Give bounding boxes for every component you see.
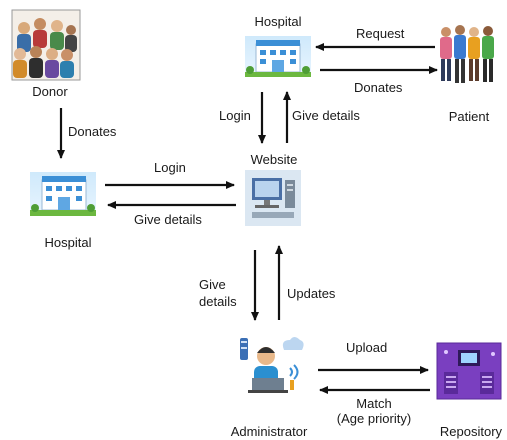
- node-label-repository: Repository: [439, 424, 503, 439]
- crowd-of-people-icon: [11, 9, 81, 81]
- group-of-patients-icon: [440, 25, 494, 83]
- computer-workstation-icon: [245, 170, 301, 226]
- edge-label-request: Request: [356, 26, 405, 41]
- edge-label-give-details-admin-line1: Give: [199, 277, 226, 292]
- server-repository-icon: [436, 342, 502, 400]
- node-label-website: Website: [250, 152, 298, 167]
- hospital-building-icon: [30, 172, 96, 216]
- node-label-hospital-top: Hospital: [254, 14, 302, 29]
- edge-label-give-details-left: Give details: [134, 212, 202, 227]
- admin-at-laptop-icon: [240, 337, 304, 393]
- node-label-administrator: Administrator: [230, 424, 308, 439]
- edge-label-login-left: Login: [154, 160, 186, 175]
- edge-label-match-line2: (Age priority): [336, 411, 412, 426]
- edge-label-give-details-top: Give details: [292, 108, 360, 123]
- edge-label-upload: Upload: [346, 340, 388, 355]
- edge-label-give-details-admin-line2: details: [199, 294, 237, 309]
- node-label-donor: Donor: [32, 84, 68, 99]
- edge-label-login-top: Login: [219, 108, 251, 123]
- node-label-patient: Patient: [448, 109, 490, 124]
- edge-label-match-line1: Match: [356, 396, 392, 411]
- hospital-building-icon: [245, 36, 311, 77]
- node-label-hospital-left: Hospital: [44, 235, 92, 250]
- edge-label-donates-patient: Donates: [354, 80, 403, 95]
- edge-label-donates-donor: Donates: [68, 124, 117, 139]
- edge-label-updates: Updates: [287, 286, 336, 301]
